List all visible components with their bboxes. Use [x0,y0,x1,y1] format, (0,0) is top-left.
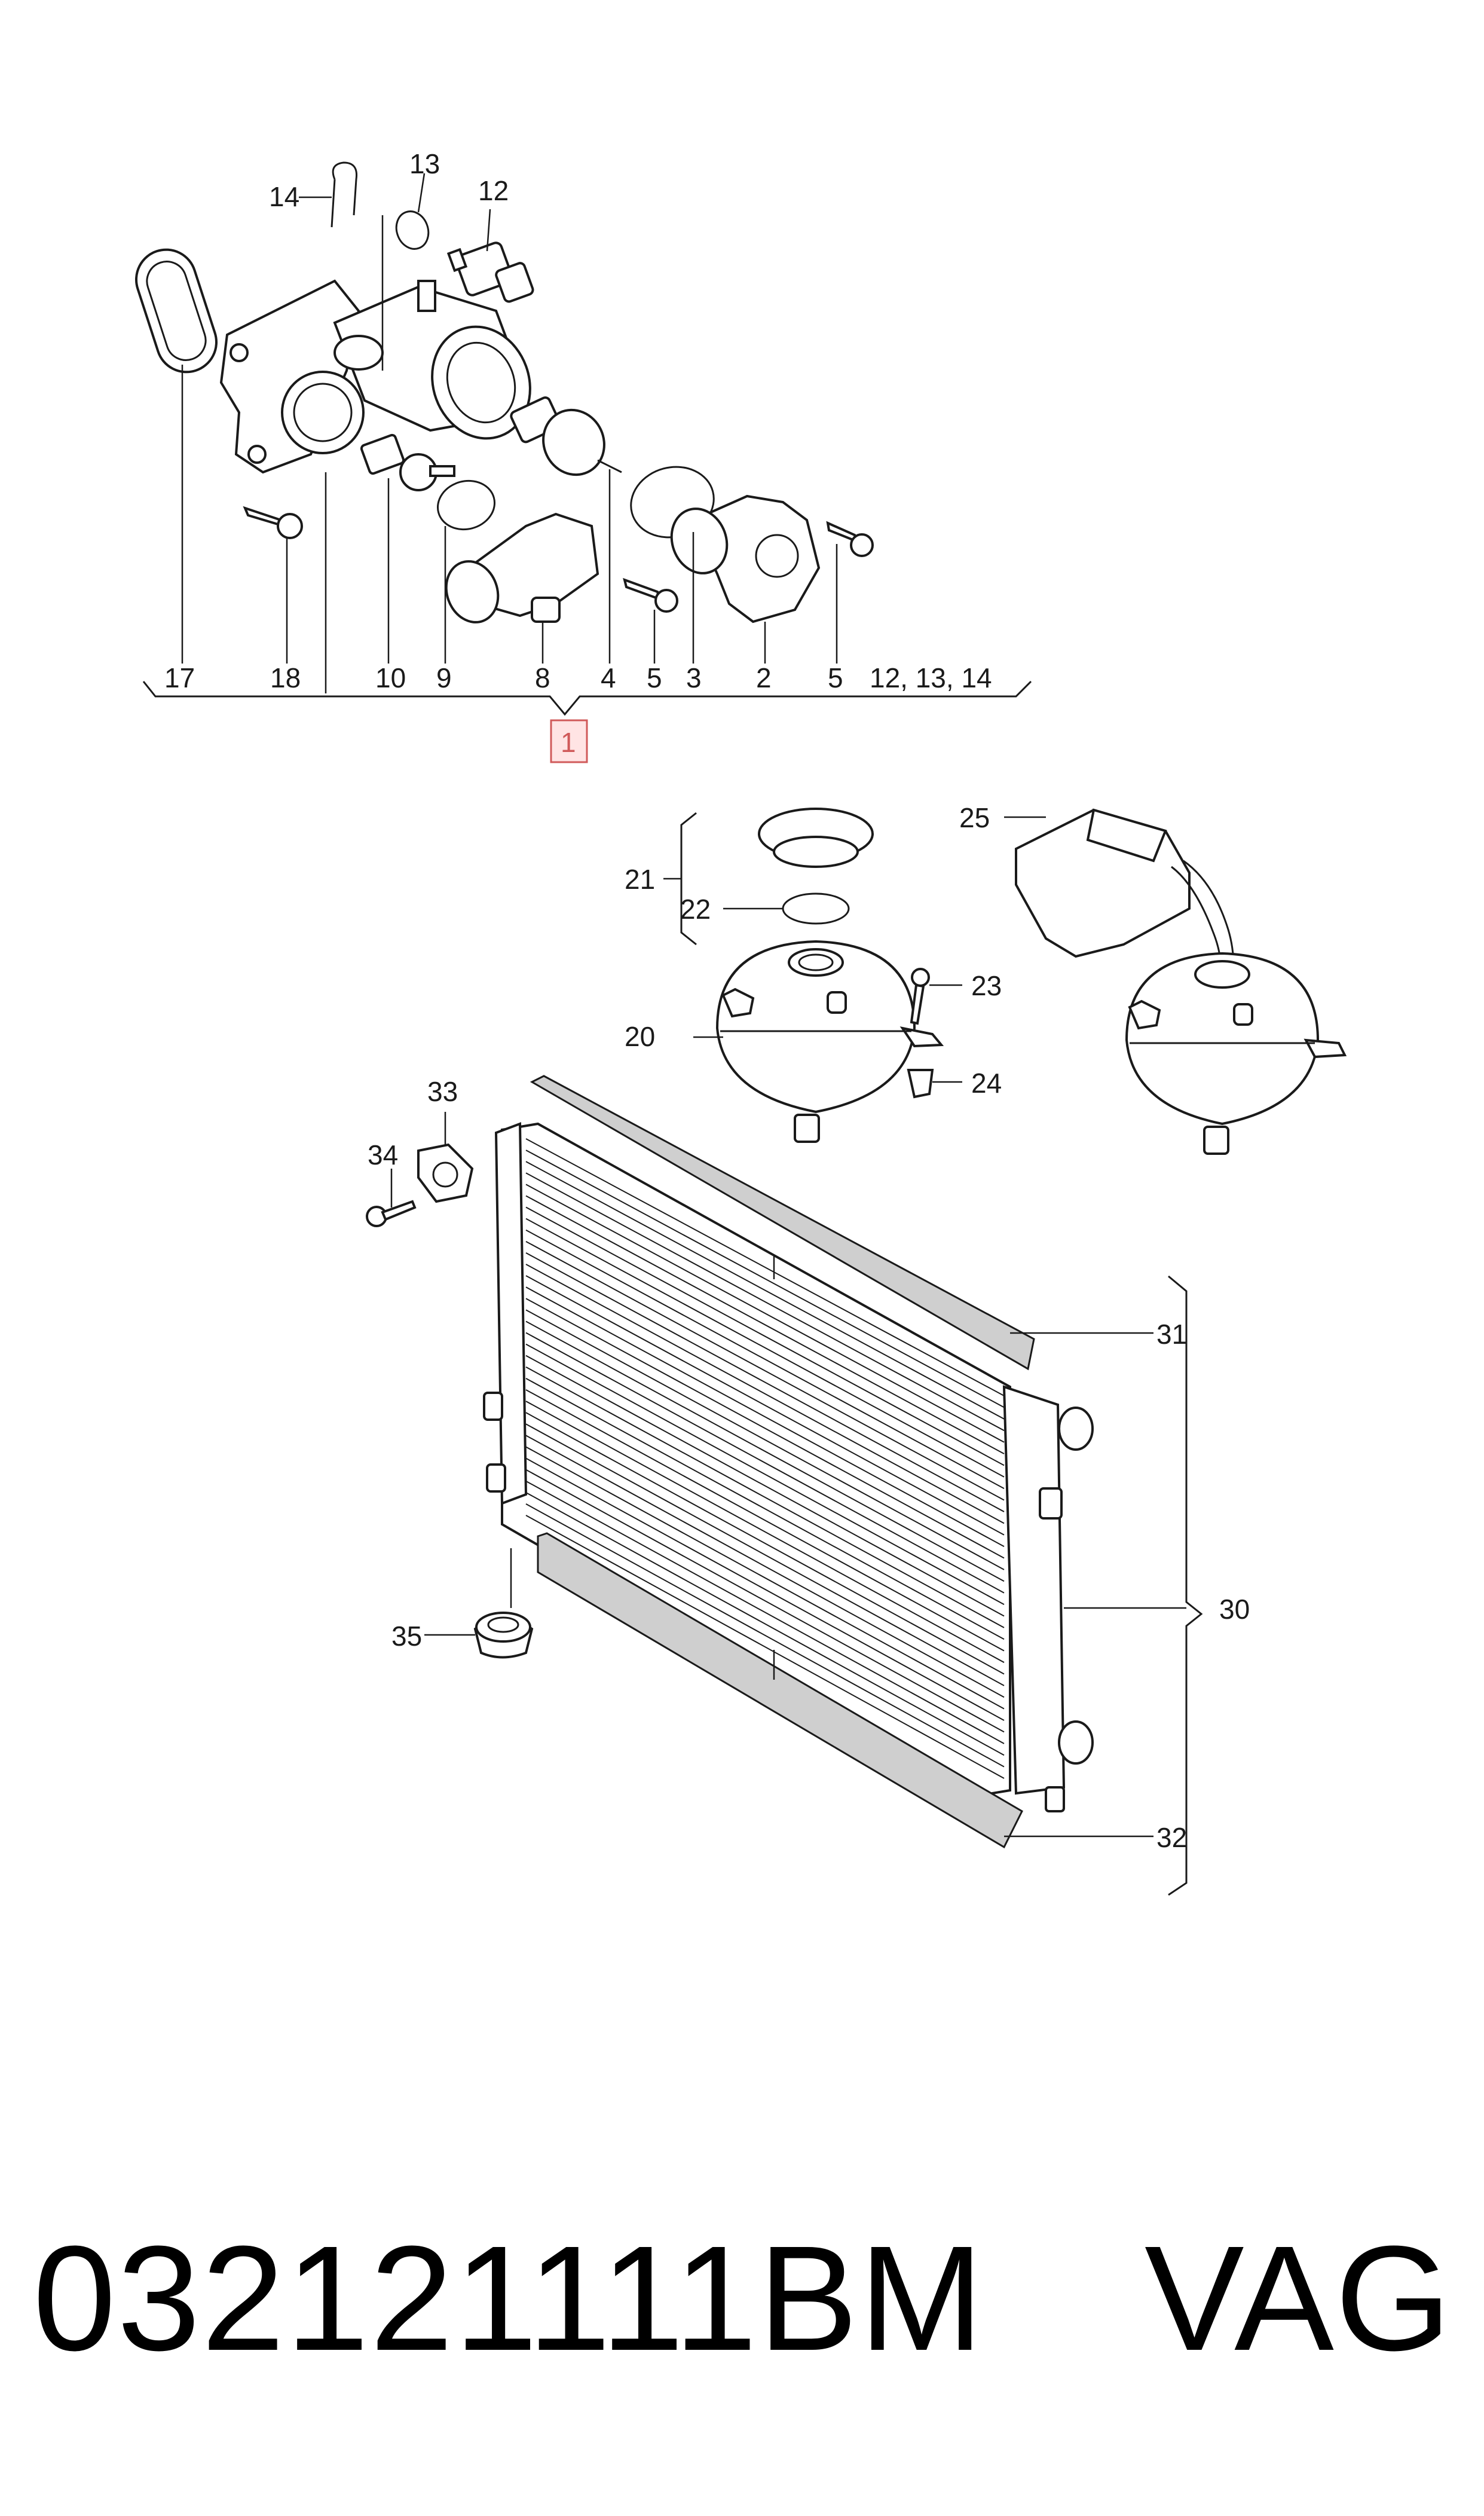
sensor-part-10 [360,433,455,491]
callout-24: 24 [971,1068,1002,1099]
clip-part-14 [331,161,358,228]
callout-9: 9 [436,662,452,693]
thermostat-part-4 [510,396,622,476]
screw-part-23 [910,968,930,1025]
exploded-parts-diagram: 17 18 10 9 8 4 5 3 2 5 12, 13, 14 14 13 … [135,148,1347,1896]
group-callout-box [550,719,588,763]
callout-20: 20 [625,1021,655,1052]
callout-31: 31 [1156,1319,1187,1350]
callout-3: 3 [686,662,702,693]
callout-5-a: 5 [647,662,662,693]
radiator-part-30 [483,1122,1094,1812]
lower-leader-lines [390,1112,1186,1838]
callout-22: 22 [680,894,711,925]
callout-1: 1 [561,727,576,758]
outlet-pipe-part-8 [445,512,599,623]
callout-12-13-14: 12, 13, 14 [870,662,992,693]
callout-4: 4 [601,662,616,693]
screw-part-5a [623,577,678,613]
callout-23: 23 [971,970,1002,1001]
callout-2: 2 [756,662,772,693]
callout-33: 33 [427,1076,458,1107]
clip-part-24 [907,1069,934,1099]
housing-flange-part [219,279,365,474]
callout-21: 21 [625,864,655,895]
part-number-text: 032121111BM [33,2215,985,2382]
radiator-group [366,1075,1203,1896]
callout-18: 18 [270,662,301,693]
main-housing-body [333,280,531,440]
callout-35: 35 [391,1621,422,1652]
sensor-part-12 [446,241,534,303]
callout-8: 8 [535,662,550,693]
o-ring-part-9 [436,479,496,531]
bracket-part-33 [417,1143,474,1203]
callout-13: 13 [409,148,440,179]
middle-leader-lines [663,812,1046,1083]
upper-leader-lines [181,173,838,693]
expansion-tank-group [663,808,1347,1155]
cap-part-21 [758,808,874,868]
callout-30: 30 [1219,1594,1250,1625]
o-ring-part-13 [395,210,430,250]
thermostat-housing-group [135,161,1032,763]
radiator-brace [1168,1275,1203,1896]
callout-labels: 17 18 10 9 8 4 5 3 2 5 12, 13, 14 14 13 … [164,148,1250,1853]
gasket-part-17 [135,248,218,374]
bag-part-25 [1015,808,1235,993]
callout-34: 34 [368,1139,398,1170]
callout-17: 17 [164,662,195,693]
seal-ring-part-22 [782,892,850,925]
callout-32: 32 [1156,1822,1187,1853]
seal-strip-part-32 [537,1532,1023,1849]
callout-5-b: 5 [828,662,843,693]
mount-part-35 [473,1612,534,1659]
group-brace [142,680,1032,716]
callout-14: 14 [269,181,299,212]
callout-12: 12 [478,175,509,206]
tank-with-bag [1125,952,1347,1155]
tank-part-20 [715,940,944,1143]
seal-strip-part-31 [530,1075,1035,1371]
screw-part-5b [826,521,874,557]
brand-text: VAG [1145,2215,1453,2382]
screw-part-18 [243,506,303,539]
callout-25: 25 [959,802,990,833]
screw-part-34 [366,1200,417,1227]
callout-10: 10 [375,662,406,693]
flange-part-2 [670,494,821,623]
